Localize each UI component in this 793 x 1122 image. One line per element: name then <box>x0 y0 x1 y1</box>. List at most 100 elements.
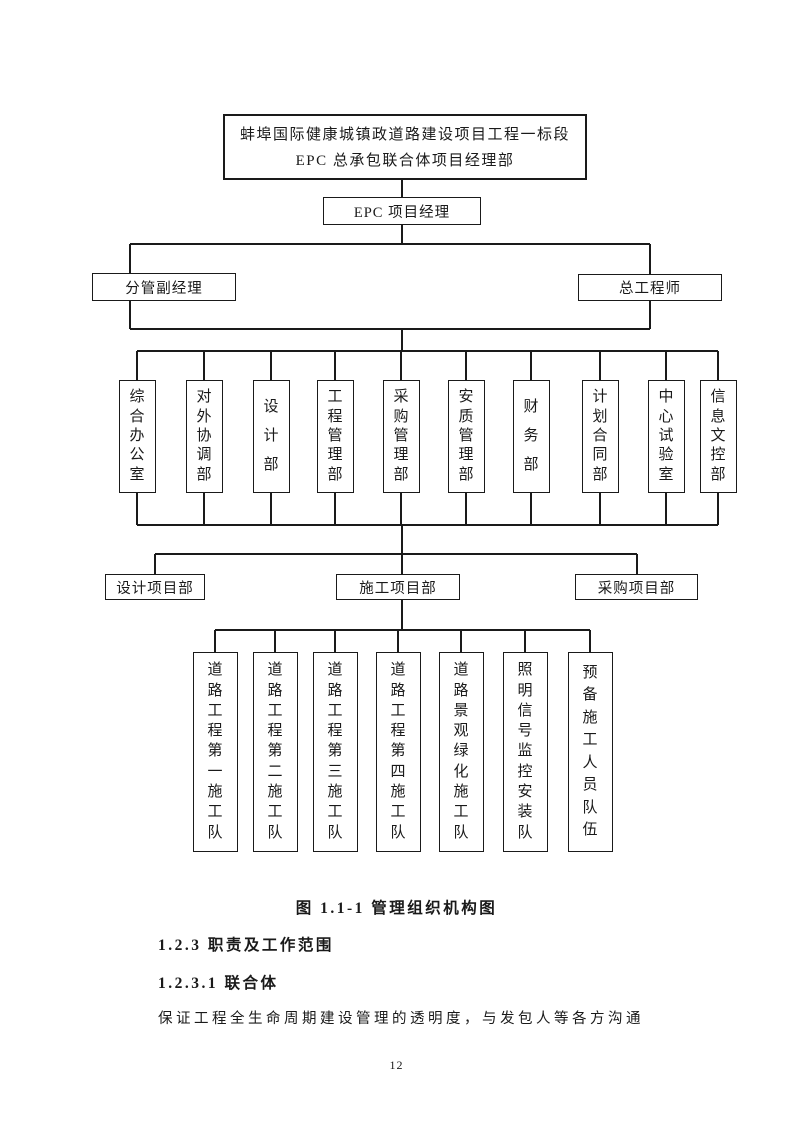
team-box: 预备施工人员队伍 <box>567 652 613 852</box>
team-box-char: 二 <box>267 763 283 780</box>
connector-line <box>215 629 590 631</box>
department-box-char: 合 <box>592 427 608 444</box>
connector-line <box>203 493 205 525</box>
team-box: 道路工程第三施工队 <box>312 652 358 852</box>
team-box-char: 工 <box>390 804 406 821</box>
team-box-char: 景 <box>453 702 469 719</box>
department-box-char: 控 <box>710 447 726 464</box>
team-box-char: 工 <box>207 804 223 821</box>
department-box-char: 心 <box>658 408 674 425</box>
figure-caption: 图 1.1-1 管理组织机构图 <box>295 900 498 917</box>
department-box-char: 部 <box>263 457 279 473</box>
team-box-char: 控 <box>517 763 533 780</box>
body-text: 保证工程全生命周期建设管理的透明度，与发包人等各方沟通 <box>158 1011 644 1027</box>
connector-line <box>270 351 272 380</box>
department-box-char: 试 <box>658 427 674 444</box>
department-box-char: 室 <box>129 466 145 483</box>
org-box-procurement-project-dept: 采购项目部 <box>575 574 698 600</box>
connector-line <box>397 630 399 652</box>
connector-line <box>334 493 336 525</box>
department-box-char: 验 <box>658 447 674 464</box>
department-box: 财务部 <box>512 380 550 493</box>
team-box: 道路工程第二施工队 <box>252 652 298 852</box>
department-box-char: 划 <box>592 408 608 425</box>
org-chart: 蚌埠国际健康城镇政道路建设项目工程一标段 EPC 总承包联合体项目经理部 EPC… <box>92 114 737 852</box>
department-box-char: 信 <box>710 389 726 406</box>
org-box-design-project-dept: 设计项目部 <box>105 574 205 600</box>
department-box-char: 理 <box>458 447 474 464</box>
department-box-char: 理 <box>327 447 343 464</box>
department-box-char: 管 <box>393 427 409 444</box>
org-box-project-hq: 蚌埠国际健康城镇政道路建设项目工程一标段 EPC 总承包联合体项目经理部 <box>223 114 587 180</box>
department-box-char: 质 <box>458 408 474 425</box>
team-box-char: 工 <box>453 804 469 821</box>
team-box: 照明信号监控安装队 <box>502 652 548 852</box>
team-box-char: 第 <box>390 743 406 760</box>
department-box-char: 部 <box>710 466 726 483</box>
department-box-char: 息 <box>710 408 726 425</box>
connector-line <box>136 351 138 380</box>
team-box-char: 道 <box>207 662 223 679</box>
department-box-char: 计 <box>263 428 279 444</box>
team-box-char: 第 <box>327 743 343 760</box>
team-box-char: 明 <box>517 682 533 699</box>
connector-line <box>665 493 667 525</box>
team-box-char: 路 <box>327 682 343 699</box>
connector-line <box>401 525 403 554</box>
team-box-char: 路 <box>207 682 223 699</box>
department-box-char: 外 <box>196 408 212 425</box>
team-box-char: 一 <box>207 763 223 780</box>
department-box: 采购管理部 <box>382 380 420 493</box>
team-box-char: 队 <box>390 824 406 841</box>
team-box-char: 道 <box>390 662 406 679</box>
connector-line <box>465 351 467 380</box>
department-box-char: 安 <box>458 389 474 406</box>
team-box-char: 监 <box>517 743 533 760</box>
connector-line <box>154 554 156 574</box>
department-box: 对外协调部 <box>185 380 223 493</box>
connector-line <box>649 301 651 329</box>
team-box-char: 号 <box>517 723 533 740</box>
connector-line <box>274 630 276 652</box>
department-box-char: 部 <box>523 457 539 473</box>
department-box-char: 协 <box>196 427 212 444</box>
department-box-char: 工 <box>327 389 343 406</box>
team-box-char: 绿 <box>453 743 469 760</box>
department-box-char: 合 <box>129 408 145 425</box>
department-box: 信息文控部 <box>699 380 737 493</box>
department-box-char: 调 <box>196 447 212 464</box>
connector-line <box>401 600 403 630</box>
connector-line <box>334 351 336 380</box>
department-box-char: 程 <box>327 408 343 425</box>
connector-line <box>589 630 591 652</box>
team-box-char: 工 <box>267 702 283 719</box>
connector-line <box>136 493 138 525</box>
department-box-char: 部 <box>592 466 608 483</box>
team-box-char: 工 <box>327 702 343 719</box>
connector-line <box>636 554 638 574</box>
connector-line <box>129 301 131 329</box>
department-box-char: 管 <box>327 427 343 444</box>
team-box-char: 施 <box>582 709 598 726</box>
team-box-char: 化 <box>453 763 469 780</box>
org-box-epc-manager: EPC 项目经理 <box>323 197 481 225</box>
department-box: 中心试验室 <box>647 380 685 493</box>
team-box-char: 第 <box>267 743 283 760</box>
team-box-char: 工 <box>582 732 598 749</box>
department-box-char: 公 <box>129 447 145 464</box>
department-box-char: 综 <box>129 389 145 406</box>
connector-line <box>401 329 403 351</box>
team-box-char: 路 <box>390 682 406 699</box>
department-box-char: 采 <box>393 389 409 406</box>
team-box: 道路景观绿化施工队 <box>438 652 484 852</box>
team-box-char: 道 <box>453 662 469 679</box>
team-box-char: 道 <box>267 662 283 679</box>
connector-line <box>401 554 403 574</box>
connector-line <box>155 553 637 555</box>
org-box-project-hq-line1: 蚌埠国际健康城镇政道路建设项目工程一标段 <box>239 127 570 143</box>
connector-line <box>214 630 216 652</box>
connector-line <box>599 351 601 380</box>
team-box-char: 队 <box>327 824 343 841</box>
connector-line <box>530 493 532 525</box>
